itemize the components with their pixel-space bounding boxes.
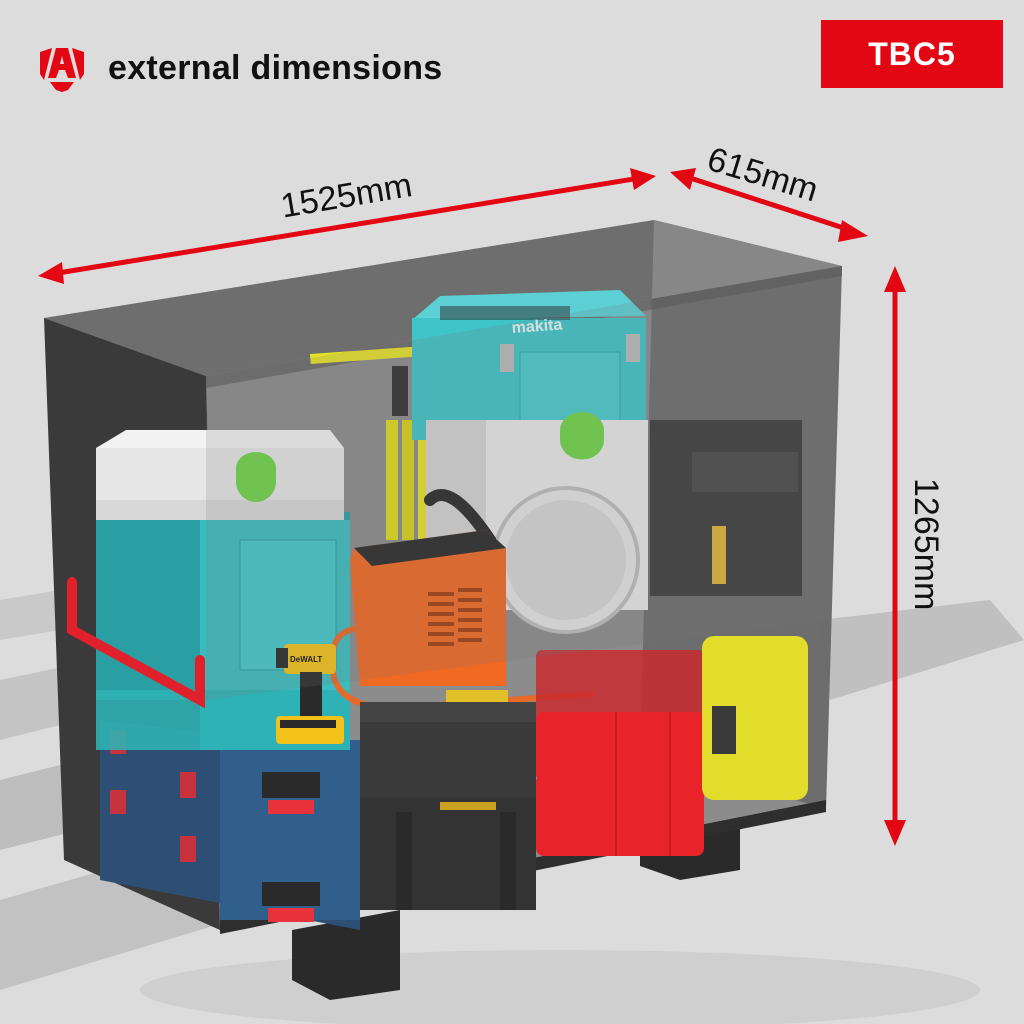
page-title: external dimensions [108, 48, 443, 87]
dewalt-tstak-stack [360, 690, 536, 910]
yellow-case [702, 636, 808, 800]
red-cases-stack [536, 650, 704, 856]
width-dimension-arrow [38, 168, 656, 284]
side-handle [67, 577, 205, 709]
festool-systainer-left [96, 430, 344, 520]
depth-dimension-arrow [670, 168, 868, 242]
makita-makpac-case: makita [412, 290, 646, 440]
dewalt-impact-driver: DeWALT [276, 644, 344, 744]
armorgard-a-logo-icon [40, 48, 84, 92]
height-dimension-label: 1265mm [907, 478, 945, 611]
model-badge: TBC5 [821, 20, 1003, 88]
bosch-lboxx-stack [100, 720, 360, 930]
svg-text:DeWALT: DeWALT [290, 655, 322, 664]
svg-text:makita: makita [511, 316, 563, 337]
cut-off-saw [329, 486, 640, 712]
dewalt-toughsystem-case [650, 420, 802, 596]
tripod [310, 346, 428, 540]
header: external dimensions [38, 40, 442, 96]
height-dimension-arrow [884, 266, 906, 846]
